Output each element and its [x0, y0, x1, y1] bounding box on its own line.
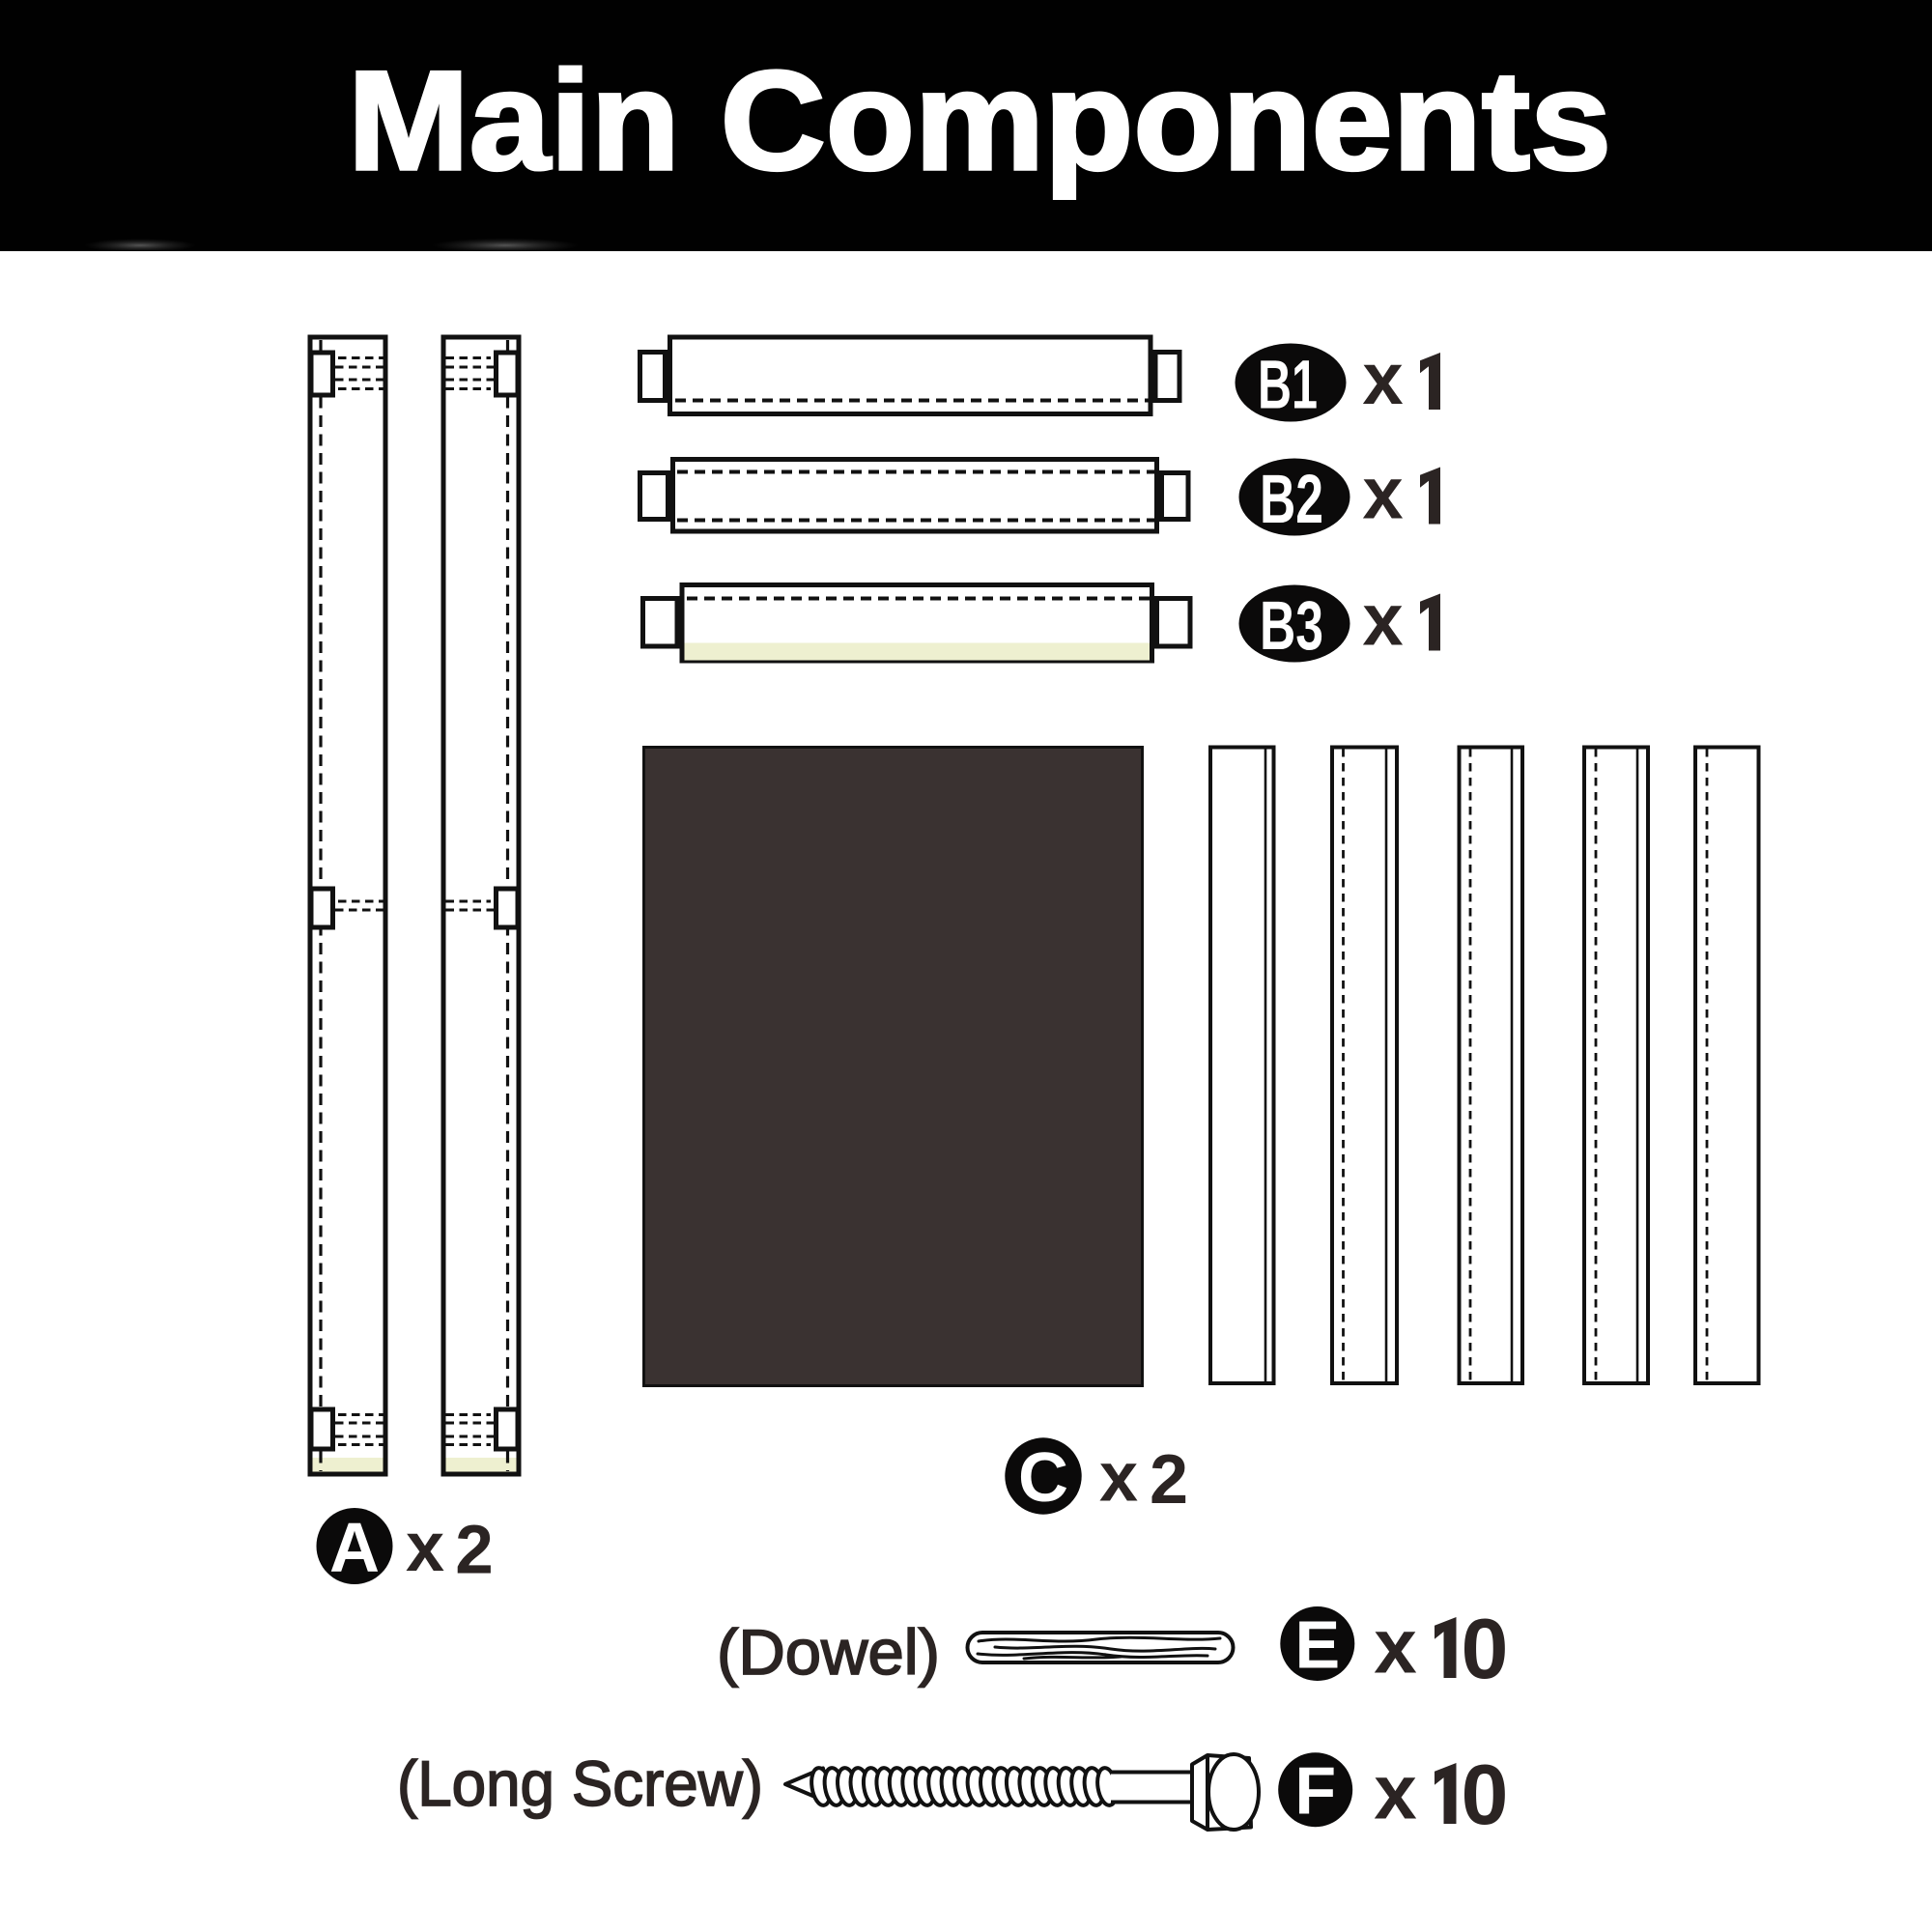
svg-text:B3: B3 — [1260, 588, 1323, 665]
svg-text:C: C — [1018, 1439, 1068, 1517]
svg-text:2: 2 — [455, 1513, 494, 1589]
svg-text:2: 2 — [1150, 1441, 1188, 1519]
svg-text:x: x — [1374, 1749, 1417, 1835]
svg-text:E: E — [1294, 1607, 1340, 1683]
svg-text:B1: B1 — [1258, 348, 1318, 424]
svg-text:(Long Screw): (Long Screw) — [397, 1747, 763, 1819]
svg-text:(Dowel): (Dowel) — [717, 1616, 940, 1688]
svg-text:Main Components: Main Components — [348, 42, 1611, 199]
svg-text:x: x — [1374, 1604, 1417, 1690]
svg-text:A: A — [329, 1510, 380, 1587]
svg-text:B2: B2 — [1260, 462, 1323, 538]
svg-text:0: 0 — [1462, 1747, 1509, 1842]
svg-text:x: x — [1362, 338, 1403, 420]
svg-text:x: x — [1362, 580, 1403, 662]
svg-text:x: x — [1362, 453, 1403, 535]
svg-text:0: 0 — [1462, 1601, 1509, 1696]
svg-text:F: F — [1294, 1753, 1336, 1829]
svg-text:x: x — [406, 1509, 444, 1586]
svg-text:x: x — [1099, 1439, 1138, 1517]
